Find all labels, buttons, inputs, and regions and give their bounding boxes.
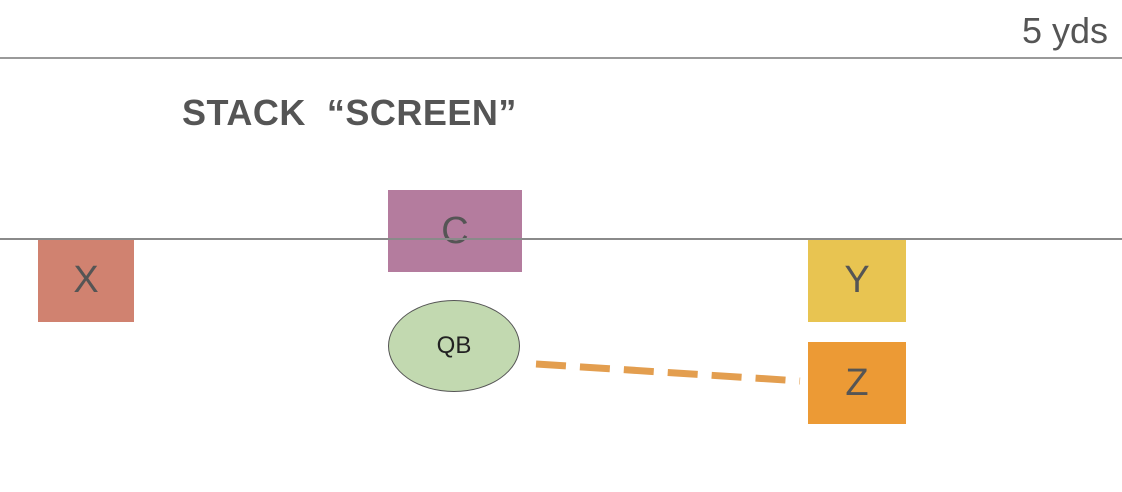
player-z-label: Z: [845, 361, 869, 404]
player-x: X: [38, 238, 134, 322]
player-c: C: [388, 190, 522, 272]
player-y: Y: [808, 238, 906, 322]
line-of-scrimmage: [0, 238, 1122, 240]
player-y-label: Y: [844, 258, 870, 301]
player-qb-label: QB: [436, 332, 472, 359]
player-x-label: X: [73, 258, 99, 301]
route-line: [535, 360, 801, 385]
player-z: Z: [808, 342, 906, 424]
play-title: STACK “SCREEN”: [182, 92, 517, 133]
five-yard-line: [0, 57, 1122, 59]
yard-marker-label: 5 yds: [1021, 10, 1108, 51]
player-qb: QB: [388, 300, 520, 392]
player-c-label: C: [441, 209, 469, 252]
